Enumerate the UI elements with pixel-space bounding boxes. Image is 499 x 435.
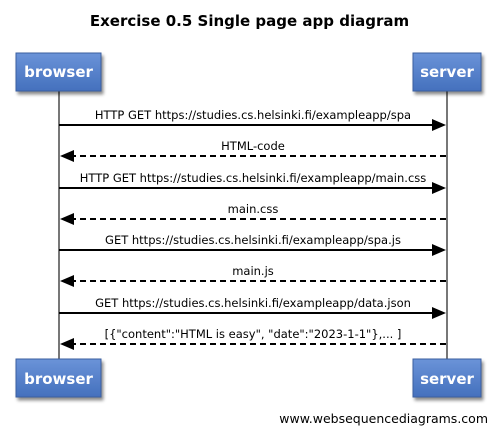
message-label: HTTP GET https://studies.cs.helsinki.fi/…: [95, 108, 411, 122]
message-label: HTML-code: [221, 139, 285, 153]
arrowhead-right: [432, 307, 446, 319]
message-label: HTTP GET https://studies.cs.helsinki.fi/…: [80, 171, 427, 185]
actor-server-top: server: [412, 52, 482, 92]
arrowhead-left: [60, 213, 74, 225]
actor-label: server: [420, 370, 474, 388]
actor-box: [15, 52, 102, 92]
message-label: GET https://studies.cs.helsinki.fi/examp…: [95, 296, 411, 310]
arrowhead-right: [432, 244, 446, 256]
message-6: main.js: [60, 264, 446, 287]
actor-box: [412, 52, 482, 92]
message-7: GET https://studies.cs.helsinki.fi/examp…: [59, 296, 446, 319]
arrowhead-left: [60, 275, 74, 287]
actor-label: browser: [24, 370, 93, 388]
actor-label: server: [420, 63, 474, 81]
message-label: [{"content":"HTML is easy", "date":"2023…: [105, 327, 402, 341]
message-3: HTTP GET https://studies.cs.helsinki.fi/…: [59, 171, 446, 194]
arrowhead-right: [432, 182, 446, 194]
message-4: main.css: [60, 202, 446, 225]
actor-browser-bottom: browser: [15, 358, 102, 398]
actor-server-bottom: server: [412, 358, 482, 398]
message-1: HTTP GET https://studies.cs.helsinki.fi/…: [59, 108, 446, 131]
message-label: GET https://studies.cs.helsinki.fi/examp…: [105, 233, 401, 247]
actor-box: [15, 358, 102, 398]
arrowhead-left: [60, 150, 74, 162]
actor-browser-top: browser: [15, 52, 102, 92]
arrowhead-right: [432, 119, 446, 131]
watermark: www.websequencediagrams.com: [279, 411, 488, 426]
message-8: [{"content":"HTML is easy", "date":"2023…: [60, 327, 446, 350]
arrowhead-left: [60, 338, 74, 350]
actor-label: browser: [24, 63, 93, 81]
message-5: GET https://studies.cs.helsinki.fi/examp…: [59, 233, 446, 256]
message-2: HTML-code: [60, 139, 446, 162]
message-label: main.css: [228, 202, 279, 216]
diagram-title: Exercise 0.5 Single page app diagram: [90, 12, 409, 30]
actor-box: [412, 358, 482, 398]
message-label: main.js: [232, 264, 274, 278]
